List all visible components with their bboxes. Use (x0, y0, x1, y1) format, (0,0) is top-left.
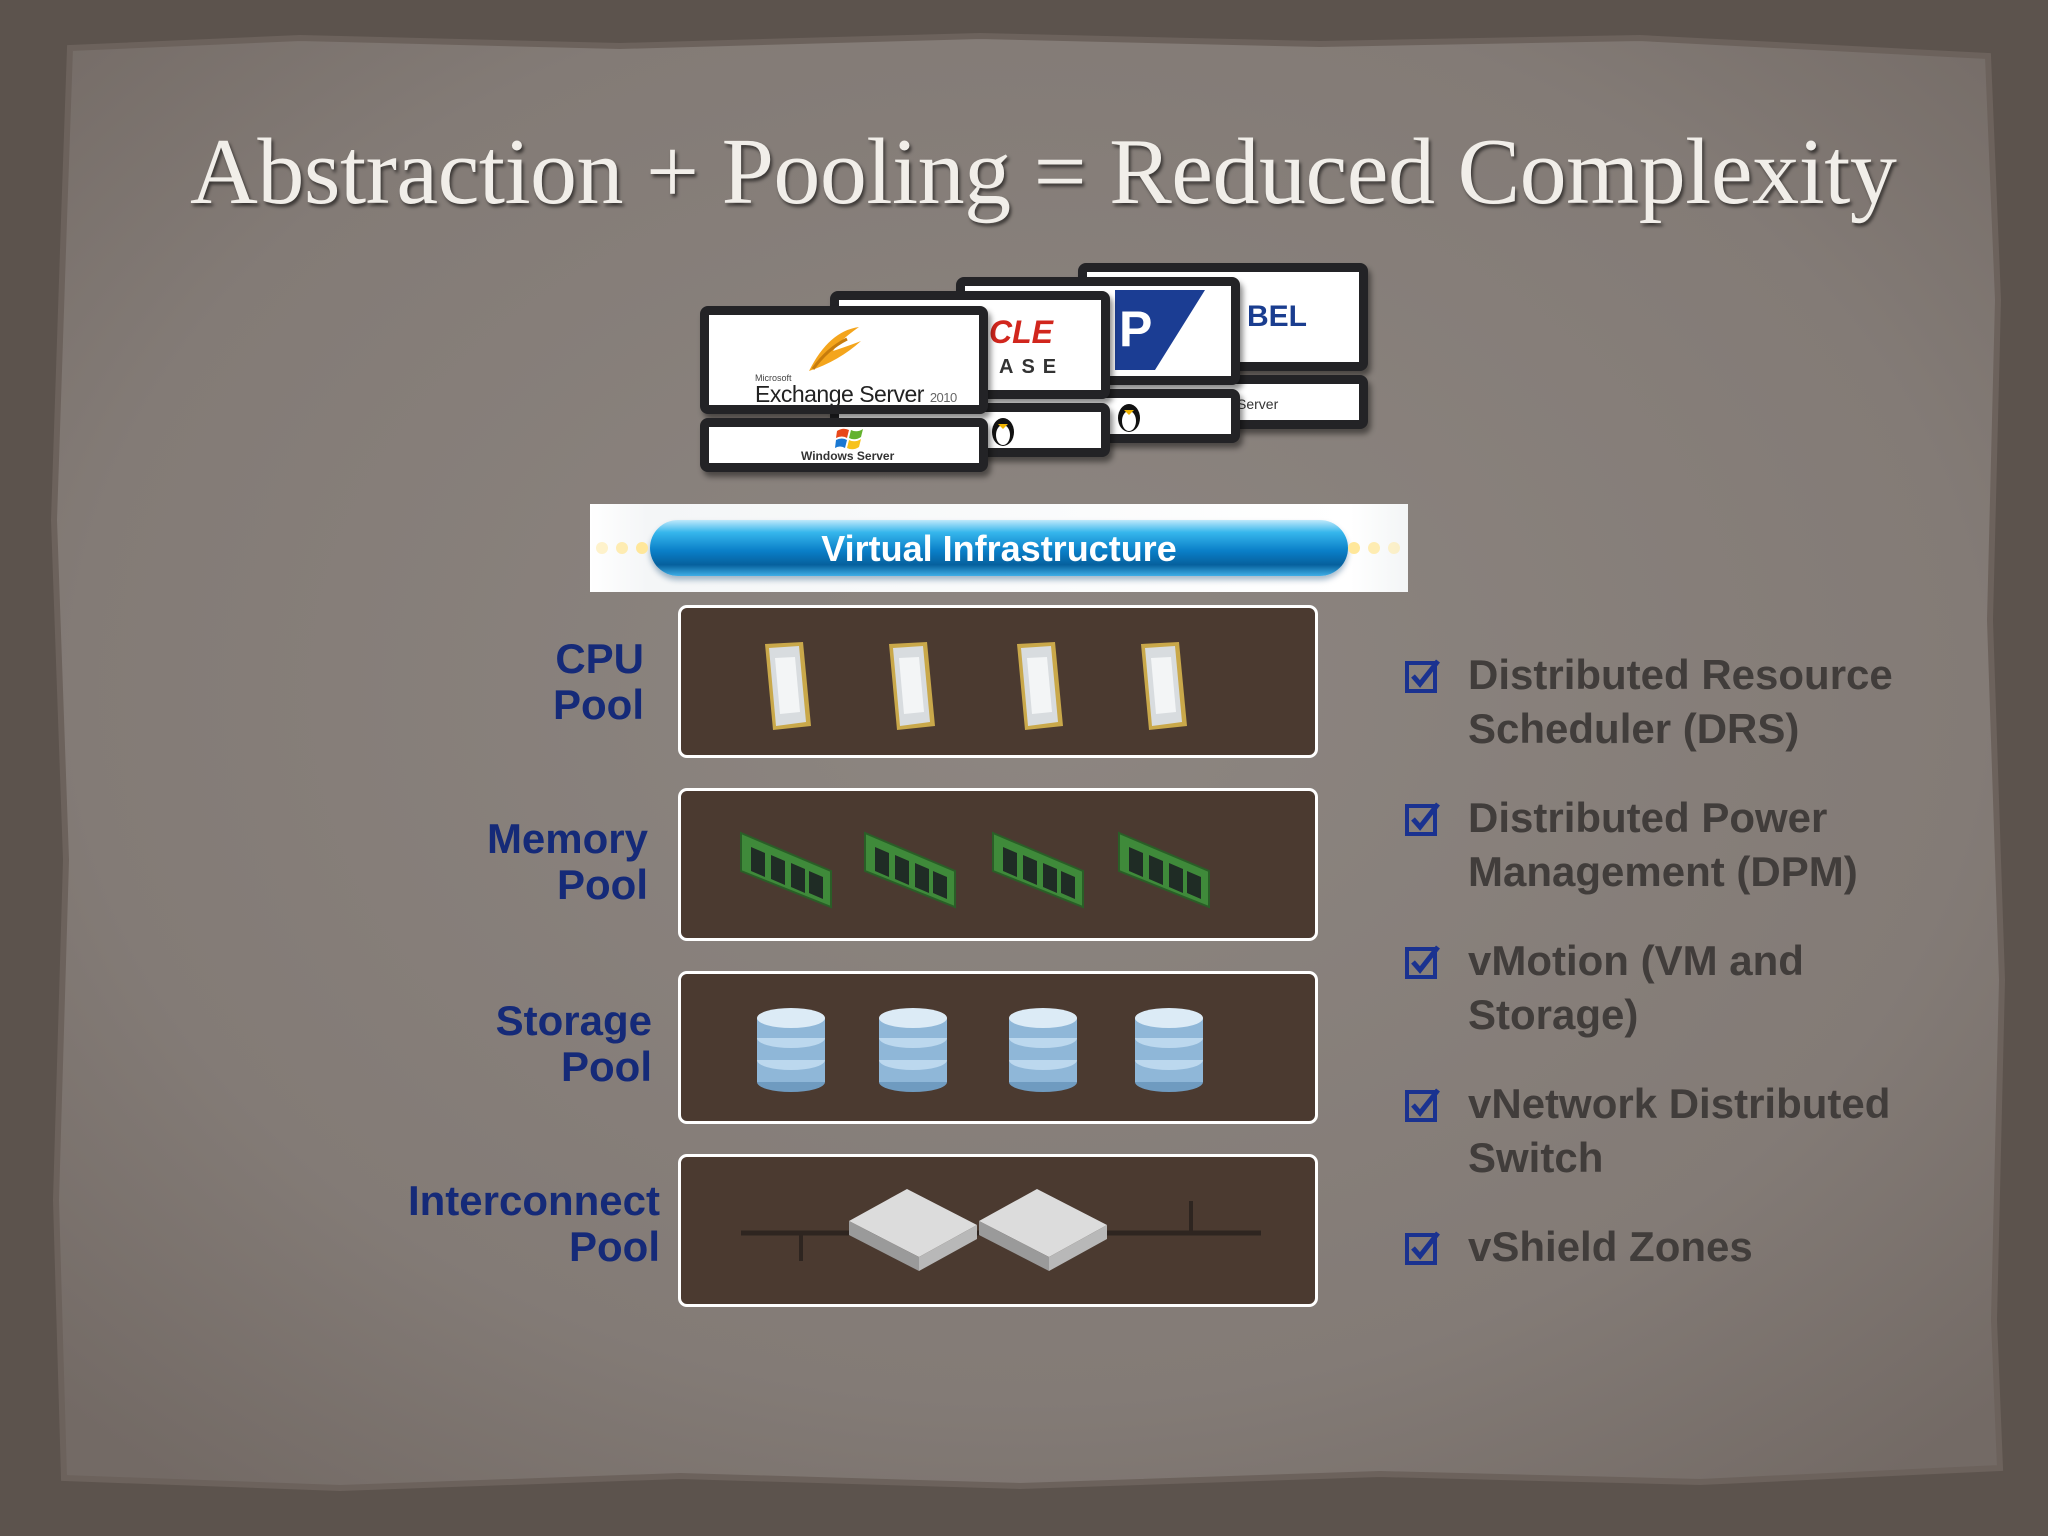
feature-line2: Management (DPM) (1468, 848, 1858, 895)
interconnect-pool-label: Interconnect Pool (140, 1178, 660, 1270)
slide-title: Abstraction + Pooling = Reduced Complexi… (190, 120, 1897, 224)
exchange-product-name: Exchange Server (755, 381, 924, 407)
feature-line1: Distributed Resource (1468, 651, 1893, 698)
cpu-pool-box (678, 605, 1318, 758)
cpu-pool-label: CPU Pool (124, 636, 644, 728)
oracle-sub-fragment: ASE (999, 356, 1065, 378)
memory-module-icon (740, 831, 832, 909)
feature-line1: vMotion (VM and (1468, 937, 1804, 984)
checkbox-icon (1405, 1231, 1440, 1265)
memory-pool-box (678, 788, 1318, 941)
feature-line2: Storage) (1468, 991, 1639, 1038)
cpu-chip-icon (889, 642, 935, 730)
interconnect-pool-box (678, 1154, 1318, 1307)
feature-line1: vNetwork Distributed (1468, 1080, 1891, 1127)
p-logo-fragment: P (1115, 290, 1205, 370)
linux-tux-icon (992, 418, 1014, 446)
cpu-pool-label-line2: Pool (553, 681, 644, 728)
left-dots (596, 542, 656, 554)
feature-line1: vShield Zones (1468, 1223, 1753, 1270)
feature-text: vShield Zones (1468, 1220, 2028, 1274)
feature-text: Distributed Resource Scheduler (DRS) (1468, 648, 2028, 756)
app-card-exchange: Microsoft Exchange Server 2010 Windows S… (700, 306, 988, 486)
paper-frame (50, 32, 2006, 1492)
right-dots (1348, 542, 1408, 554)
interconnect-pool-label-line2: Pool (569, 1223, 660, 1270)
bel-logo-fragment: BEL (1247, 300, 1307, 333)
feature-line1: Distributed Power (1468, 794, 1828, 841)
network-switch-icon (979, 1189, 1107, 1271)
exchange-version: 2010 (929, 390, 957, 405)
checkbox-icon (1405, 1088, 1440, 1122)
feature-text: vMotion (VM and Storage) (1468, 934, 2028, 1042)
feature-text: vNetwork Distributed Switch (1468, 1077, 2028, 1185)
memory-pool-label-line2: Pool (557, 861, 648, 908)
cpu-pool-label-line1: CPU (555, 635, 644, 682)
memory-pool-label-line1: Memory (486, 815, 648, 862)
database-icon (879, 1008, 947, 1092)
feature-text: Distributed Power Management (DPM) (1468, 791, 2028, 899)
exchange-maker: Microsoft (755, 373, 792, 383)
storage-pool-label-line2: Pool (561, 1043, 652, 1090)
linux-tux-icon (1118, 404, 1140, 432)
interconnect-pool-label-line1: Interconnect (407, 1177, 660, 1224)
memory-module-icon (1118, 831, 1210, 909)
exchange-logo-icon (809, 327, 861, 371)
exchange-title: Exchange Server 2010 (755, 381, 957, 407)
windows-server-label: Windows Server (801, 449, 895, 463)
memory-module-icon (992, 831, 1084, 909)
virtual-infrastructure-bar: Virtual Infrastructure (590, 504, 1408, 592)
svg-text:P: P (1119, 301, 1152, 357)
feature-line2: Switch (1468, 1134, 1604, 1181)
storage-pool-box (678, 971, 1318, 1124)
cpu-chip-icon (1141, 642, 1187, 730)
checkbox-icon (1405, 802, 1440, 836)
memory-module-icon (864, 831, 956, 909)
checkbox-icon (1405, 945, 1440, 979)
memory-pool-label: Memory Pool (128, 816, 648, 908)
checkbox-icon (1405, 659, 1440, 693)
virtual-infrastructure-band (650, 520, 1348, 576)
cpu-chip-icon (1017, 642, 1063, 730)
virtual-infrastructure-label: Virtual Infrastructure (821, 528, 1177, 569)
storage-pool-label-line1: Storage (495, 997, 652, 1044)
storage-pool-label: Storage Pool (132, 998, 652, 1090)
database-icon (757, 1008, 825, 1092)
oracle-logo-fragment: CLE (989, 314, 1053, 350)
database-icon (1135, 1008, 1203, 1092)
cpu-chip-icon (765, 642, 811, 730)
server-label-fragment: Server (1237, 396, 1279, 412)
windows-flag-icon (835, 428, 863, 450)
network-switch-icon (849, 1189, 977, 1271)
feature-line2: Scheduler (DRS) (1468, 705, 1800, 752)
database-icon (1009, 1008, 1077, 1092)
